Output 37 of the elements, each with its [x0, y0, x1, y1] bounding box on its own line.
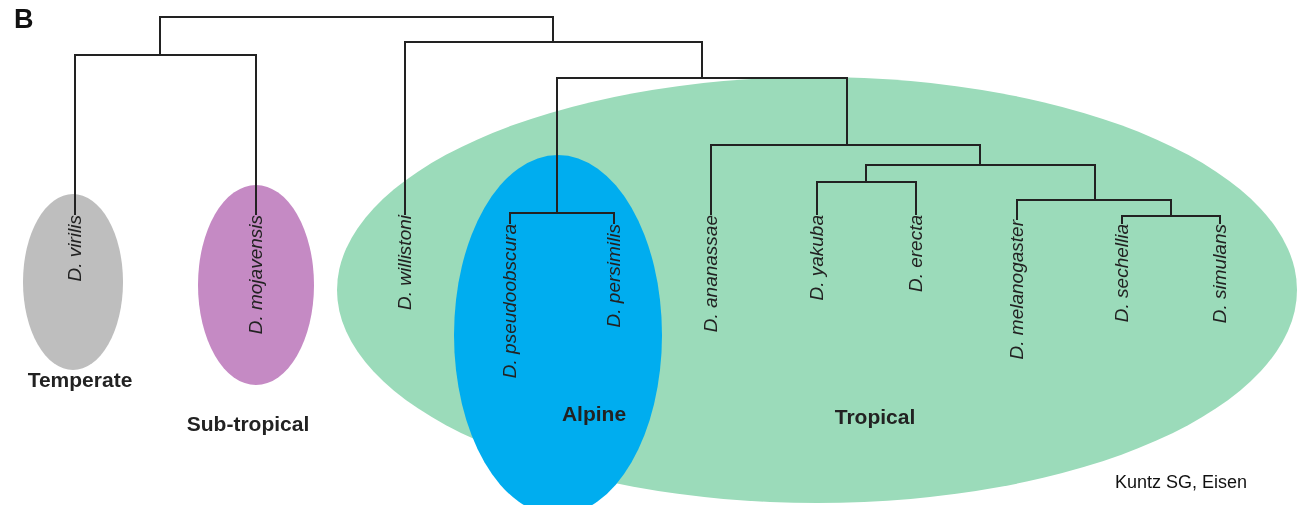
tree-branch-line	[816, 182, 818, 216]
tree-branch-line	[556, 78, 558, 213]
tree-branch-line	[1094, 165, 1096, 200]
tree-branch-line	[1170, 200, 1172, 216]
habitat-label: Tropical	[834, 405, 916, 429]
panel-letter: B	[14, 4, 34, 35]
tree-branch-line	[710, 145, 712, 216]
tree-branch-line	[552, 17, 554, 42]
citation-text: Kuntz SG, Eisen	[1115, 472, 1248, 493]
species-name: D. persimilis	[604, 224, 624, 328]
tree-branch-line	[159, 17, 161, 55]
habitat-label: Temperate	[27, 368, 133, 392]
tree-branch-line	[915, 182, 917, 216]
tree-branch-line	[701, 42, 703, 78]
habitat-label: Sub-tropical	[186, 412, 310, 436]
species-name: D. willistoni	[395, 215, 415, 311]
tree-branch-line	[846, 78, 848, 145]
species-name: D. simulans	[1210, 224, 1230, 324]
tree-branch-line	[1016, 200, 1018, 221]
tree-branch-line	[1219, 216, 1221, 225]
species-name: D. virilis	[65, 215, 85, 282]
tree-branch-line	[74, 55, 76, 216]
habitat-label: Alpine	[561, 402, 627, 426]
species-name: D. ananassae	[701, 215, 721, 333]
tree-branch-line	[1121, 216, 1123, 225]
tree-branch-line	[613, 213, 615, 225]
tree-branch-line	[509, 213, 511, 225]
species-name: D. sechellia	[1112, 224, 1132, 323]
tree-branch-line	[404, 42, 406, 216]
species-name: D. erecta	[906, 215, 926, 293]
tree-branch-line	[255, 55, 257, 216]
species-name: D. mojavensis	[246, 215, 266, 335]
species-name: D. pseudoobscura	[500, 224, 520, 379]
tree-branch-line	[865, 165, 867, 182]
species-name: D. melanogaster	[1007, 220, 1027, 360]
species-name: D. yakuba	[807, 215, 827, 301]
tree-branch-line	[979, 145, 981, 165]
